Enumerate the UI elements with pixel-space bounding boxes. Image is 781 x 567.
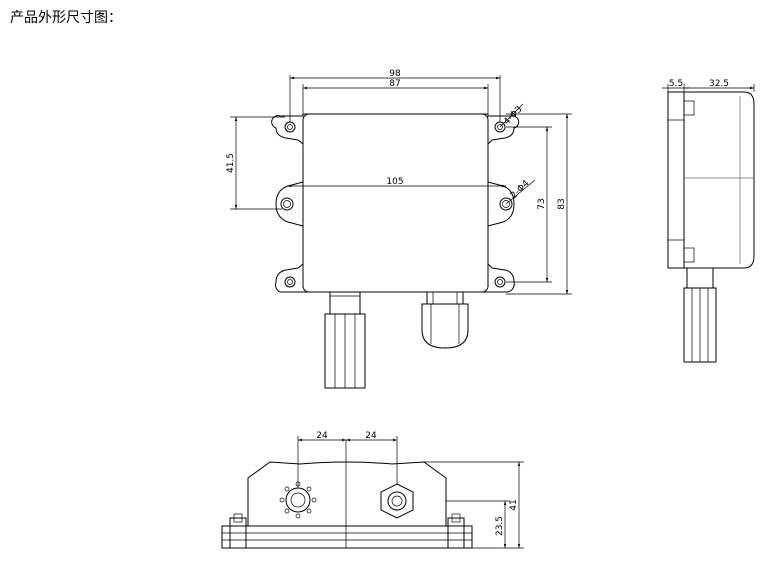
front-view: 98 87 41.5 105 73 [226,69,572,389]
dim-83: 83 [506,113,572,295]
side-housing [684,91,755,269]
front-mounting-plate [271,113,520,293]
bottom-housing [247,461,447,526]
hole-callout-small-label: 4-Φ3 [502,105,524,127]
mounting-hole-mid-left [280,197,294,211]
drawing-heading: 产品外形尺寸图： [10,10,122,26]
dim-87-label: 87 [389,79,400,89]
dim-32-5: 32.5 [684,79,755,92]
dim-41-label: 41 [509,499,519,510]
dim-24-left: 24 [297,431,346,488]
dim-98-label: 98 [389,69,401,79]
dim-87: 87 [302,79,489,114]
dim-105: 105 [287,177,506,188]
front-cable-gland [421,291,469,349]
bottom-clip-left [229,517,247,549]
front-housing [302,113,489,293]
dim-23-5-label: 23.5 [495,516,505,536]
dim-73-label: 73 [537,198,547,209]
dim-73: 73 [506,126,552,283]
hole-callout-large-label: 2-Φ4 [509,178,532,201]
dim-41-5: 41.5 [226,116,285,210]
dim-24-right-label: 24 [365,431,377,441]
mounting-hole-mid-right [499,197,513,211]
bottom-cable-gland [380,483,414,519]
mounting-hole-bottom-right [494,276,506,288]
dim-24-right: 24 [346,431,398,484]
dim-24-left-label: 24 [316,431,328,441]
side-plate [667,91,685,269]
dim-41: 41 [424,461,524,549]
dim-32-5-label: 32.5 [709,79,729,89]
bottom-base [221,525,473,549]
side-view: 5.5 32.5 [662,79,755,363]
side-probe [683,267,717,363]
dim-23-5: 23.5 [446,500,510,548]
front-probe [324,291,366,389]
bottom-view: 24 24 41 23.5 [221,431,524,549]
dim-98: 98 [289,69,501,122]
dim-5-5-label: 5.5 [669,79,683,89]
mounting-hole-top-left [284,121,296,133]
dim-41-5-label: 41.5 [226,153,236,173]
dim-83-label: 83 [557,198,567,209]
bottom-clip-right [447,517,465,549]
dim-105-label: 105 [386,177,403,187]
dim-5-5: 5.5 [662,79,690,92]
mounting-hole-bottom-left [284,276,296,288]
